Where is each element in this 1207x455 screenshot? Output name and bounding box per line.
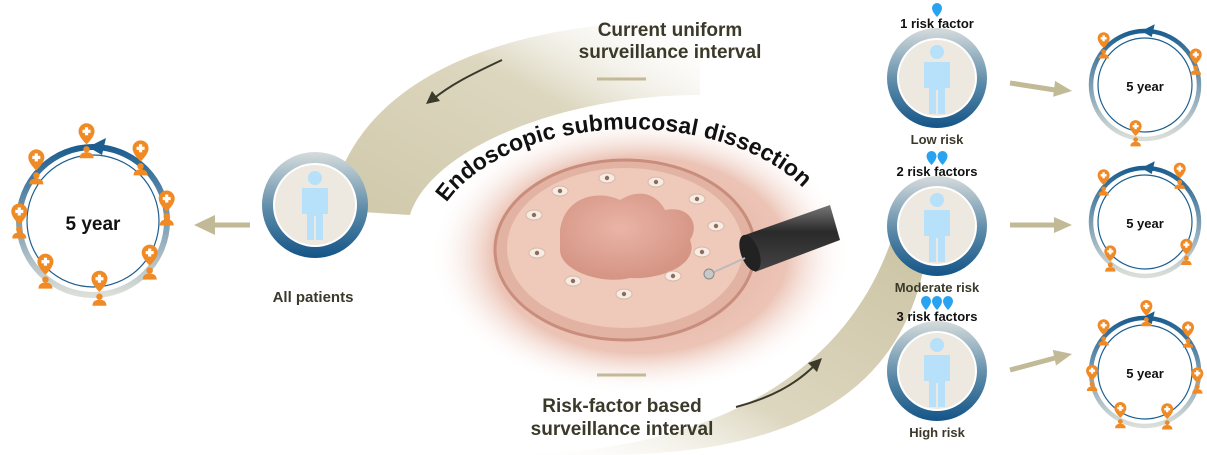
- risk-factor-drop-icon: [926, 151, 937, 165]
- risk-cycle: [1086, 300, 1204, 430]
- risk-factors-label: 3 risk factors: [897, 309, 978, 324]
- clinic-visit-pin-icon: [1191, 367, 1204, 394]
- risk-interval-label-line1: Risk-factor based: [542, 396, 701, 417]
- endoscope-icon: [703, 205, 840, 280]
- clinic-visit-pin-icon: [11, 203, 28, 239]
- risk-interval-label-line2: surveillance interval: [531, 419, 714, 440]
- risk-arrowhead-icon: [1053, 80, 1072, 97]
- cycle-inner-ring: [26, 154, 160, 288]
- risk-level-label: Moderate risk: [895, 280, 980, 295]
- cycle-inner-ring: [1097, 37, 1193, 133]
- risk-factors-label: 2 risk factors: [897, 164, 978, 179]
- risk-factor-drop-icon: [937, 151, 948, 165]
- risk-arrow-icon: [1009, 355, 1056, 373]
- risk-factor-drop-icon: [921, 296, 931, 310]
- risk-arrowhead-icon: [1052, 349, 1072, 366]
- risk-factor-drops: [921, 296, 953, 310]
- risk-cycle-label: 5 year: [1126, 366, 1164, 381]
- clinic-visit-pin-icon: [1086, 364, 1099, 391]
- risk-level-label: High risk: [909, 425, 965, 440]
- risk-factor-drop-icon: [943, 296, 953, 310]
- risk-factors-label: 1 risk factor: [900, 16, 974, 31]
- cycle-inner-ring: [1097, 174, 1193, 270]
- risk-cycle-label: 5 year: [1126, 79, 1164, 94]
- current-interval-label-line2: surveillance interval: [579, 42, 762, 63]
- all-patients-node: [262, 152, 368, 258]
- margin-marker-dots: [531, 175, 719, 297]
- risk-cycle: [1088, 161, 1202, 279]
- cycle-arrowhead-icon: [1141, 311, 1155, 324]
- cycle-arrowhead-icon: [1141, 24, 1155, 37]
- risk-arrow-icon: [1009, 80, 1056, 93]
- risk-cycle: [1088, 24, 1202, 147]
- risk-factor-drops: [926, 151, 948, 165]
- clinic-visit-pin-icon: [158, 190, 175, 226]
- left-cycle-label: 5 year: [66, 214, 122, 235]
- all-patients-label: All patients: [273, 289, 354, 306]
- risk-cycle-label: 5 year: [1126, 216, 1164, 231]
- risk-factor-drop-icon: [932, 3, 942, 17]
- clinic-visit-pin-icon: [91, 270, 108, 306]
- current-interval-label-line1: Current uniform: [598, 20, 743, 41]
- risk-factor-drops: [932, 3, 942, 17]
- cycle-arrowhead-icon: [1141, 161, 1155, 174]
- left-arrow-icon: [194, 215, 250, 235]
- risk-arrowhead-icon: [1054, 217, 1072, 233]
- clinic-visit-pin-icon: [1161, 403, 1174, 430]
- risk-factor-drop-icon: [932, 296, 942, 310]
- current-interval-arrow-icon: [426, 59, 503, 104]
- left-cycle: [11, 123, 175, 306]
- lesion: [560, 193, 694, 280]
- clinic-visit-pin-icon: [1129, 120, 1142, 147]
- risk-interval-band: [500, 210, 930, 455]
- cycle-arrowhead-icon: [88, 138, 106, 155]
- current-interval-band: [330, 20, 700, 215]
- risk-level-label: Low risk: [911, 132, 965, 147]
- clinic-visit-pin-icon: [78, 123, 95, 159]
- risk-interval-arrow-icon: [735, 358, 822, 408]
